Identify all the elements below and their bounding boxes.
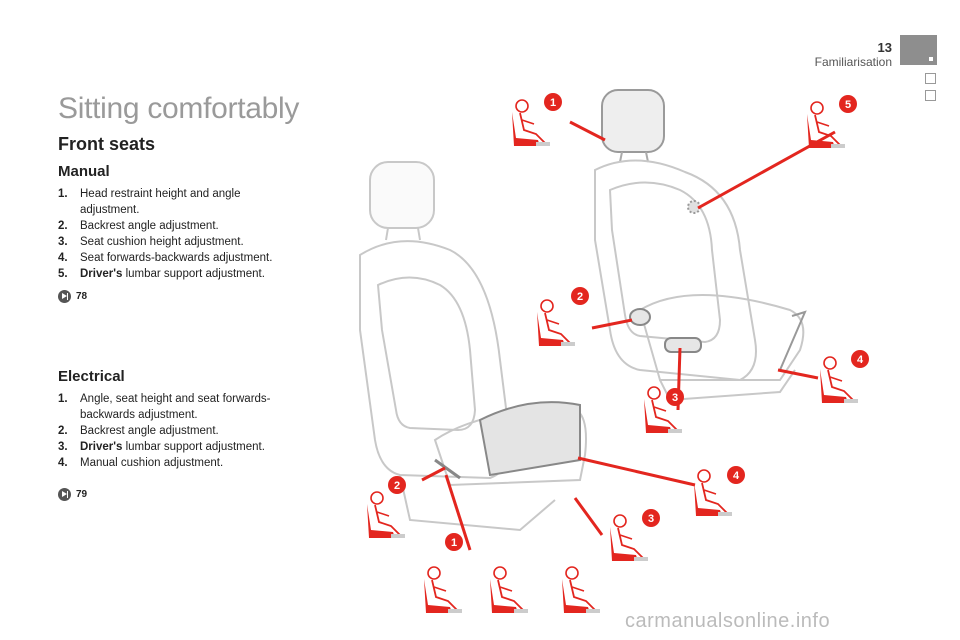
item-number: 2. — [58, 220, 68, 232]
item-text: Backrest angle adjustment. — [80, 423, 219, 439]
svg-text:4: 4 — [857, 354, 864, 366]
section-tab[interactable] — [925, 73, 936, 84]
section-tab[interactable] — [925, 90, 936, 101]
item-number: 3. — [58, 441, 68, 453]
item-text: Angle, seat height and seat forwards-bac… — [80, 391, 293, 423]
item-number: 5. — [58, 268, 68, 280]
svg-text:3: 3 — [648, 513, 654, 525]
figure-icon-backrest — [366, 491, 406, 539]
seat-illustration: 1 5 2 3 4 2 3 4 1 — [359, 89, 869, 614]
callout-badge: 2 — [571, 287, 589, 305]
item-text: Driver's lumbar support adjustment. — [80, 439, 265, 455]
manual-heading: Manual — [58, 163, 110, 180]
leader-lines — [421, 120, 836, 551]
electrical-heading: Electrical — [58, 368, 125, 385]
callout-badge: 5 — [839, 95, 857, 113]
svg-text:2: 2 — [394, 480, 400, 492]
callout-badge: 3 — [666, 388, 684, 406]
figure-icon-lumbar — [806, 101, 846, 149]
item-emphasis: Driver's — [80, 441, 123, 453]
figure-icon-forward-back — [819, 356, 859, 404]
item-text: Backrest angle adjustment. — [80, 218, 219, 234]
figure-icon-headrest — [511, 99, 551, 147]
callout-badge: 1 — [445, 533, 463, 551]
item-number: 4. — [58, 252, 68, 264]
electrical-seat-drawing — [359, 161, 587, 532]
item-description: Head restraint height and angle adjustme… — [80, 188, 241, 216]
item-number: 1. — [58, 393, 68, 405]
callout-badge: 2 — [388, 476, 406, 494]
list-item: 1. Head restraint height and angle adjust… — [58, 186, 283, 218]
item-number: 4. — [58, 457, 68, 469]
item-description: Seat cushion height adjustment. — [80, 236, 244, 248]
svg-text:2: 2 — [577, 291, 583, 303]
item-description: Backrest angle adjustment. — [80, 425, 219, 437]
svg-text:4: 4 — [733, 470, 740, 482]
item-number: 1. — [58, 188, 68, 200]
figure-icon-backrest — [536, 299, 576, 347]
list-item: 3. Seat cushion height adjustment. — [58, 234, 283, 250]
section-heading: Front seats — [58, 134, 156, 154]
list-item: 5. Driver's lumbar support adjustment. — [58, 266, 283, 282]
item-description: Angle, seat height and seat forwards-bac… — [80, 393, 271, 421]
figure-icon-angle — [423, 566, 463, 614]
watermark: carmanualsonline.info — [625, 610, 831, 632]
svg-text:1: 1 — [451, 537, 457, 549]
item-text: Manual cushion adjustment. — [80, 455, 223, 471]
callout-badge: 4 — [851, 350, 869, 368]
page-ref-icon — [58, 488, 71, 501]
manual-seat-drawing — [594, 89, 807, 402]
list-item: 2. Backrest angle adjustment. — [58, 423, 293, 439]
svg-text:1: 1 — [550, 97, 556, 109]
item-description: lumbar support adjustment. — [122, 441, 265, 453]
list-item: 4. Manual cushion adjustment. — [58, 455, 293, 471]
list-item: 2. Backrest angle adjustment. — [58, 218, 283, 234]
list-item: 3. Driver's lumbar support adjustment. — [58, 439, 293, 455]
item-description: Manual cushion adjustment. — [80, 457, 224, 469]
item-number: 3. — [58, 236, 68, 248]
callout-badge: 4 — [727, 466, 745, 484]
callout-badge: 1 — [544, 93, 562, 111]
item-text: Head restraint height and angle adjustme… — [80, 186, 283, 218]
section-tab-active[interactable] — [900, 35, 937, 65]
page-number: 13 — [877, 40, 892, 55]
electrical-list: 1. Angle, seat height and seat forwards-b… — [58, 391, 293, 471]
list-item: 4. Seat forwards-backwards adjustment. — [58, 250, 283, 266]
figure-icon-forward-back — [561, 566, 601, 614]
figure-icon-cushion — [693, 469, 733, 517]
page-ref-icon — [58, 290, 71, 303]
item-text: Seat forwards-backwards adjustment. — [80, 250, 272, 266]
page-ref-number: 79 — [76, 489, 88, 500]
item-description: Seat forwards-backwards adjustment. — [80, 252, 273, 264]
list-item: 1. Angle, seat height and seat forwards-b… — [58, 391, 293, 423]
page-ref-link[interactable]: 78 — [58, 290, 87, 303]
section-label: Familiarisation — [814, 55, 892, 69]
page-ref-number: 78 — [76, 291, 88, 302]
item-emphasis: Driver's — [80, 268, 123, 280]
item-description: Backrest angle adjustment. — [80, 220, 219, 232]
page-title: Sitting comfortably — [58, 92, 300, 125]
item-text: Driver's lumbar support adjustment. — [80, 266, 265, 282]
manual-list: 1. Head restraint height and angle adjust… — [58, 186, 283, 282]
svg-text:5: 5 — [845, 99, 851, 111]
figure-icon-lumbar — [609, 514, 649, 562]
item-description: lumbar support adjustment. — [122, 268, 265, 280]
item-text: Seat cushion height adjustment. — [80, 234, 244, 250]
callout-badge: 3 — [642, 509, 660, 527]
svg-text:3: 3 — [672, 392, 678, 404]
page-ref-link[interactable]: 79 — [58, 488, 87, 501]
item-number: 2. — [58, 425, 68, 437]
figure-icon-height — [489, 566, 529, 614]
